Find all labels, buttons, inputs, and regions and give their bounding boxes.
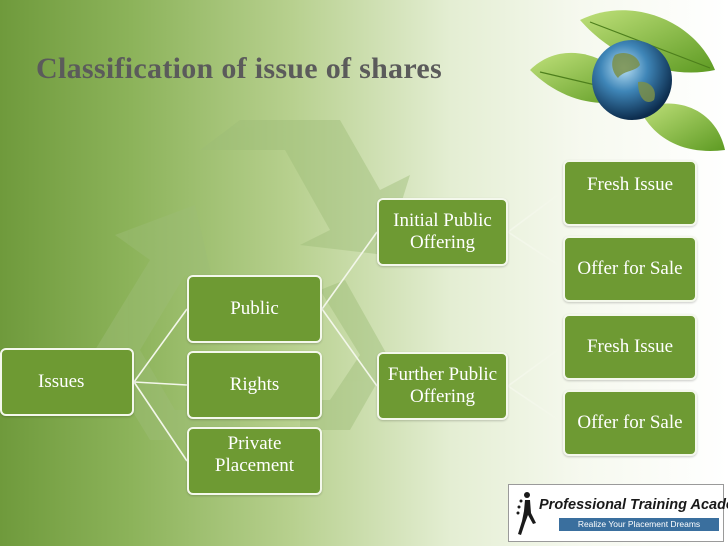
- logo-tagline: Realize Your Placement Dreams: [559, 518, 719, 531]
- academy-logo: Professional Training Academy Realize Yo…: [508, 484, 728, 542]
- node-ipo-offer-label: Offer for Sale: [577, 258, 683, 279]
- logo-name: Professional Training Academy: [539, 497, 728, 513]
- node-fpo-label-line1: Further Public: [387, 364, 498, 385]
- node-rights: Rights: [187, 351, 322, 419]
- node-public: Public: [187, 275, 322, 343]
- node-public-label: Public: [230, 298, 279, 319]
- node-fpo-offer-for-sale: Offer for Sale: [563, 390, 697, 456]
- node-further-public-offering: Further Public Offering: [377, 352, 508, 420]
- node-fpo-fresh-issue: Fresh Issue: [563, 314, 697, 380]
- node-fpo-label-line2: Offering: [409, 386, 476, 407]
- globe-leaf-icon: [530, 10, 725, 151]
- node-fpo-offer-label: Offer for Sale: [577, 412, 683, 433]
- node-private-label-line1: Private: [227, 433, 282, 454]
- runner-logo-icon: [516, 492, 536, 535]
- node-rights-label: Rights: [229, 374, 280, 395]
- node-private-label-line2: Placement: [214, 455, 295, 476]
- node-ipo-offer-for-sale: Offer for Sale: [563, 236, 697, 302]
- node-ipo-fresh-label: Fresh Issue: [586, 174, 674, 195]
- node-fpo-fresh-label: Fresh Issue: [586, 336, 674, 357]
- node-ipo-label-line2: Offering: [409, 232, 476, 253]
- node-issues-label: Issues: [38, 371, 85, 392]
- page-title: Classification of issue of shares: [36, 52, 443, 85]
- node-ipo-fresh-issue: Fresh Issue: [563, 160, 697, 226]
- node-private-placement: Private Placement: [187, 427, 322, 495]
- node-ipo-label-line1: Initial Public: [393, 210, 492, 231]
- node-issues: Issues: [0, 348, 134, 416]
- node-initial-public-offering: Initial Public Offering: [377, 198, 508, 266]
